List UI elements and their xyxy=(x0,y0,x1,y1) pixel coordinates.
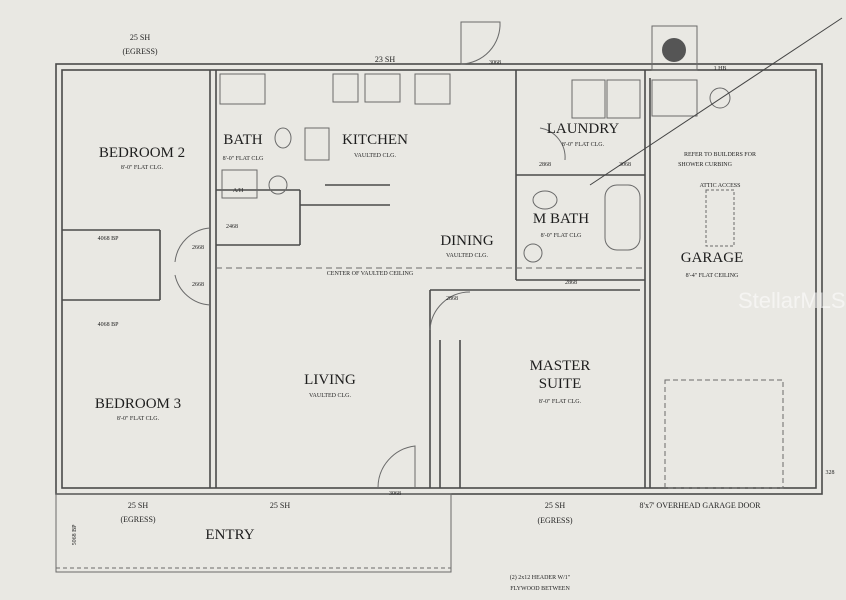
note-shower-2: SHOWER CURBING xyxy=(678,162,733,168)
ceiling-bedroom2: 8'-0" FLAT CLG. xyxy=(121,165,164,171)
door-bed2: 2668 xyxy=(192,245,204,251)
door-laundry-a: 2868 xyxy=(539,162,551,168)
closet-top: 4068 BP xyxy=(98,236,120,242)
attic-access-icon xyxy=(705,189,735,247)
door-mbath: 2868 xyxy=(565,280,577,286)
leader-line xyxy=(589,17,843,186)
door-master: 2868 xyxy=(446,296,458,302)
dishwasher-icon xyxy=(332,73,359,103)
door-front: 3068 xyxy=(389,491,401,497)
walls xyxy=(55,63,823,573)
ceiling-living: VAULTED CLG. xyxy=(309,393,352,399)
mbath-sink-icon xyxy=(523,243,543,263)
window-bottom-left: 25 SH xyxy=(128,501,148,510)
attic-label: ATTIC ACCESS xyxy=(700,183,741,189)
room-bath: BATH xyxy=(223,132,262,148)
note-garage-door: 8'x7' OVERHEAD GARAGE DOOR xyxy=(640,501,762,510)
door-bath: 2468 xyxy=(226,224,238,230)
sink-icon xyxy=(268,175,288,195)
window-kitchen: 23 SH xyxy=(375,55,395,64)
toilet-icon xyxy=(274,127,292,149)
door-bed3: 2668 xyxy=(192,282,204,288)
room-kitchen: KITCHEN xyxy=(342,132,408,148)
room-living: LIVING xyxy=(304,372,356,388)
room-bedroom2: BEDROOM 2 xyxy=(99,145,185,161)
master-door-swing xyxy=(429,291,471,331)
watermark: StellarMLS xyxy=(738,288,846,313)
ceiling-laundry: 8'-0" FLAT CLG. xyxy=(562,142,605,148)
outdoor-unit-icon xyxy=(651,25,698,71)
bathtub-icon xyxy=(219,73,266,105)
dim-label: 328 xyxy=(826,470,835,476)
ac-label: A/H xyxy=(233,188,244,194)
room-laundry: LAUNDRY xyxy=(547,121,620,137)
bed2-door-swing xyxy=(174,227,211,263)
bed3-door-swing xyxy=(174,274,211,306)
water-heater-icon xyxy=(651,79,698,117)
ceiling-dining: VAULTED CLG. xyxy=(446,253,489,259)
hose-bib: 1 HB xyxy=(714,66,727,72)
note-vault-center: CENTER OF VAULTED CEILING xyxy=(327,271,414,277)
fan-icon xyxy=(662,38,686,62)
ceiling-bedroom3: 8'-0" FLAT CLG. xyxy=(117,416,160,422)
door-laundry-b: 3068 xyxy=(619,162,631,168)
window-top-left-note: (EGRESS) xyxy=(122,47,157,56)
shower-tub-icon xyxy=(604,184,641,251)
garage-door-outline xyxy=(664,379,784,489)
window-bottom-right-note: (EGRESS) xyxy=(537,516,572,525)
labels: 25 SH (EGRESS) 23 SH 3068 1 HB BEDROOM 2… xyxy=(72,33,846,592)
room-master-1: MASTER xyxy=(530,358,591,374)
ceiling-master: 8'-0" FLAT CLG. xyxy=(539,399,582,405)
rear-door-swing xyxy=(460,21,501,65)
room-entry: ENTRY xyxy=(205,527,254,543)
room-m-bath: M BATH xyxy=(533,211,589,227)
note-header-2: FLYWOOD BETWEEN xyxy=(510,586,570,592)
note-shower-1: REFER TO BUILDERS FOR xyxy=(684,152,756,158)
ceiling-garage: 8'-4" FLAT CEILING xyxy=(686,273,739,279)
closet-bottom: 4068 BP xyxy=(98,322,120,328)
room-dining: DINING xyxy=(440,233,493,249)
dryer-icon xyxy=(606,79,641,119)
kitchen-sink-icon xyxy=(364,73,401,103)
room-bedroom3: BEDROOM 3 xyxy=(95,396,181,412)
mbath-toilet-icon xyxy=(532,190,558,210)
window-top-left: 25 SH xyxy=(130,33,150,42)
ceiling-bath: 8'-0" FLAT CLG xyxy=(223,156,264,162)
ac-condenser-icon xyxy=(709,87,731,109)
window-bottom-mid: 25 SH xyxy=(270,501,290,510)
front-door-swing xyxy=(377,445,416,489)
ceiling-kitchen: VAULTED CLG. xyxy=(354,153,397,159)
refrigerator-icon xyxy=(414,73,451,105)
window-bottom-right: 25 SH xyxy=(545,501,565,510)
range-icon xyxy=(304,127,330,161)
door-rear: 3068 xyxy=(489,60,501,66)
laundry-door-swing xyxy=(539,127,566,161)
ceiling-m-bath: 8'-0" FLAT CLG xyxy=(541,233,582,239)
fixtures xyxy=(174,17,843,489)
room-master-2: SUITE xyxy=(539,376,582,392)
ac-unit-icon xyxy=(221,169,258,199)
room-garage: GARAGE xyxy=(681,250,744,266)
door-entry-side: 5068 BP xyxy=(72,524,78,546)
window-bottom-left-note: (EGRESS) xyxy=(120,515,155,524)
washer-icon xyxy=(571,79,606,119)
note-header-1: (2) 2x12 HEADER W/1" xyxy=(510,574,571,581)
